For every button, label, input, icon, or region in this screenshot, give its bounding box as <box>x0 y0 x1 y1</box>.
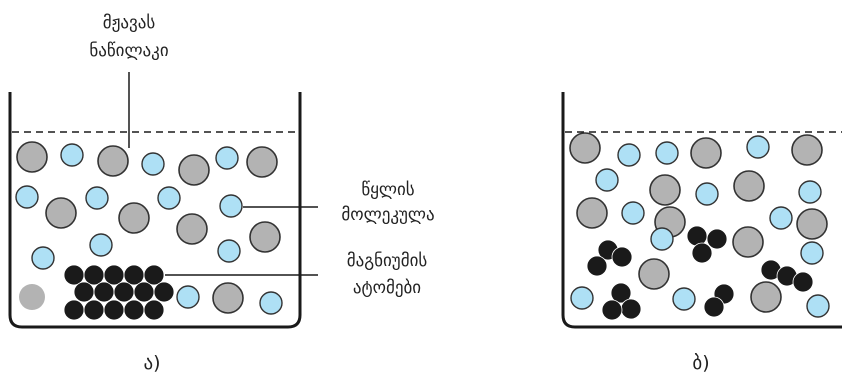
a-water-molecule <box>141 152 165 176</box>
b-water-molecule <box>769 206 793 230</box>
water-molecule-label-line1: წყლის <box>361 180 414 200</box>
a-magnesium-atom <box>133 281 155 303</box>
magnesium-atoms-label-line2: ატომები <box>353 278 421 298</box>
b-acid-particle <box>750 281 782 313</box>
b-acid-particle <box>733 170 765 202</box>
panel-b-caption: ბ) <box>692 352 709 374</box>
a-water-molecule <box>15 185 39 209</box>
a-acid-particle <box>249 221 281 253</box>
a-magnesium-atom <box>83 264 105 286</box>
a-magnesium-atom <box>73 281 95 303</box>
a-magnesium-atom <box>63 299 85 321</box>
a-magnesium-atom <box>83 299 105 321</box>
a-water-molecule <box>31 246 55 270</box>
b-water-molecule <box>595 168 619 192</box>
a-magnesium-atom <box>123 299 145 321</box>
b-magnesium-atom <box>691 242 713 264</box>
water-molecule-label-line2: მოლეკულა <box>341 205 434 225</box>
a-water-molecule <box>219 194 243 218</box>
b-magnesium-atom <box>610 282 632 304</box>
a-magnesium-atom <box>123 264 145 286</box>
a-acid-particle <box>118 202 150 234</box>
b-magnesium-atom <box>601 299 623 321</box>
b-magnesium-atom <box>703 296 725 318</box>
b-acid-particle <box>690 137 722 169</box>
a-water-molecule <box>259 291 283 315</box>
a-water-molecule <box>176 285 200 309</box>
a-magnesium-atom <box>153 281 175 303</box>
b-magnesium-atom <box>611 246 633 268</box>
b-water-molecule <box>800 241 824 265</box>
a-acid-particle <box>212 282 244 314</box>
b-water-molecule <box>695 182 719 206</box>
b-water-molecule <box>621 201 645 225</box>
b-water-molecule <box>798 180 822 204</box>
b-water-molecule <box>655 141 679 165</box>
b-acid-particle <box>791 134 823 166</box>
acid-particle-label-line2: ნაწილაკი <box>89 41 168 61</box>
b-acid-particle <box>732 226 764 258</box>
a-magnesium-atom <box>103 264 125 286</box>
a-acid-particle <box>178 154 210 186</box>
b-acid-particle <box>649 174 681 206</box>
b-acid-particle <box>796 208 828 240</box>
b-magnesium-atom <box>586 255 608 277</box>
magnesium-atoms-label-line1: მაგნიუმის <box>347 251 428 271</box>
a-magnesium-atom <box>93 281 115 303</box>
a-acid-particle-faded <box>19 284 45 310</box>
acid-particle-label-line1: მჟავას <box>103 13 156 33</box>
a-acid-particle <box>97 145 129 177</box>
a-water-molecule <box>157 186 181 210</box>
a-water-molecule <box>89 233 113 257</box>
b-water-molecule <box>672 287 696 311</box>
a-magnesium-atom <box>113 281 135 303</box>
a-magnesium-atom <box>143 264 165 286</box>
beaker-a <box>8 92 302 329</box>
b-water-molecule <box>617 143 641 167</box>
a-acid-particle <box>176 213 208 245</box>
b-acid-particle <box>576 197 608 229</box>
panel-a-caption: ა) <box>143 352 160 374</box>
b-water-molecule <box>746 135 770 159</box>
a-acid-particle <box>45 197 77 229</box>
b-water-molecule <box>806 294 830 318</box>
a-magnesium-atom <box>143 299 165 321</box>
b-acid-particle <box>638 258 670 290</box>
b-magnesium-atom <box>792 271 814 293</box>
beaker-a-particles <box>15 141 283 321</box>
b-water-molecule <box>650 227 674 251</box>
a-water-molecule <box>217 239 241 263</box>
a-water-molecule <box>215 146 239 170</box>
b-acid-particle <box>569 132 601 164</box>
a-acid-particle <box>246 146 278 178</box>
a-magnesium-atom <box>103 299 125 321</box>
beaker-a-wall <box>8 92 302 329</box>
b-magnesium-atom <box>620 298 642 320</box>
b-magnesium-atom <box>706 228 728 250</box>
a-acid-particle <box>16 141 48 173</box>
beaker-b-wall <box>561 92 842 329</box>
b-water-molecule <box>570 286 594 310</box>
beaker-b <box>561 92 842 329</box>
a-water-molecule <box>85 186 109 210</box>
beaker-b-particles <box>569 132 830 321</box>
a-magnesium-atom <box>63 264 85 286</box>
a-water-molecule <box>60 143 84 167</box>
